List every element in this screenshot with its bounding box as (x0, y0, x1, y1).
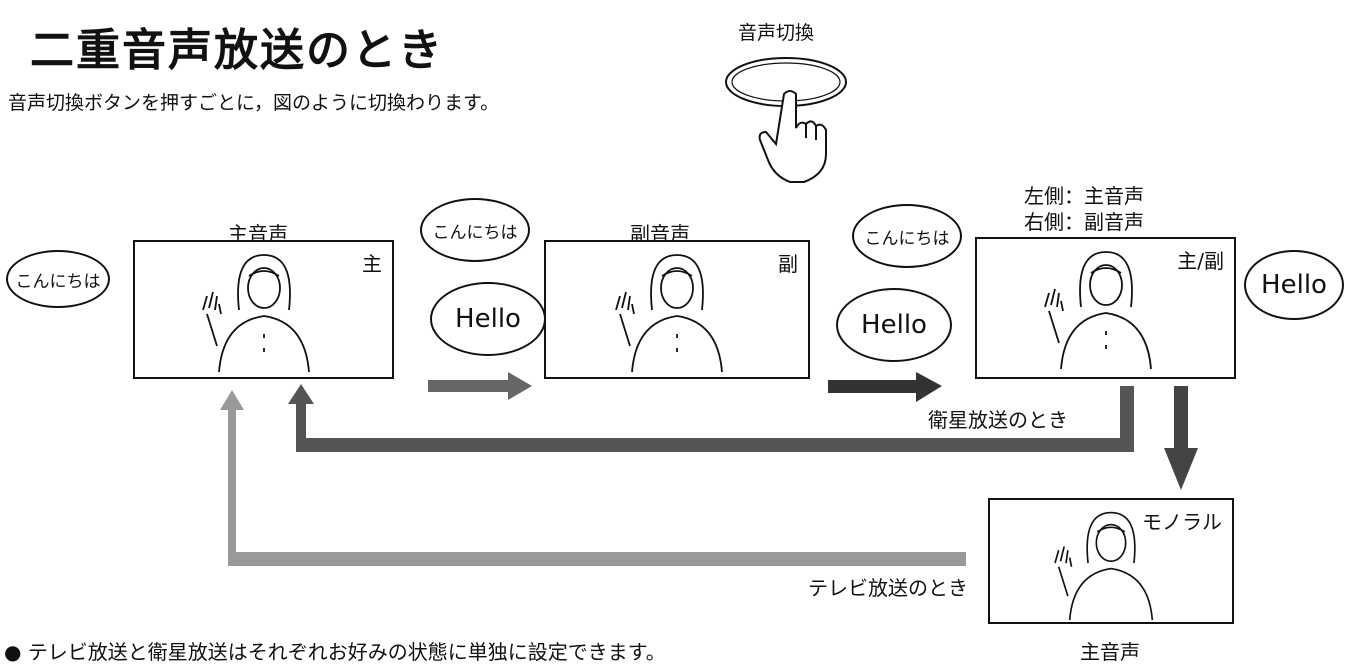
satellite-label: 衛星放送のとき (928, 408, 1068, 432)
person-waving-icon (201, 254, 310, 373)
person-waving-icon (1054, 511, 1154, 621)
audio-switch-button[interactable] (722, 52, 862, 187)
person-waving-icon (1043, 251, 1152, 370)
screen4-tag: モノラル (1142, 510, 1222, 534)
tv-label: テレビ放送のとき (808, 576, 968, 600)
speech-bubble-konnichiwa-2: こんにちは (420, 198, 530, 262)
arrow-dual-to-mono (1164, 386, 1198, 490)
arrow-tv-loop (220, 390, 966, 566)
arrow-main-to-sub (428, 372, 532, 400)
screen2-tag: 副 (778, 252, 798, 276)
footnote: ● テレビ放送と衛星放送はそれぞれお好みの状態に単独に設定できます。 (4, 640, 666, 664)
tv-screen-main: 主 (133, 240, 394, 379)
audio-switch-label: 音声切換 (738, 22, 815, 44)
arrow-satellite-loop (288, 384, 1134, 452)
tv-screen-sub: 副 (544, 240, 810, 379)
speech-bubble-hello-2: Hello (836, 288, 952, 362)
person-waving-icon (615, 254, 723, 373)
tv-screen-dual: 主/副 (975, 237, 1236, 379)
speech-bubble-hello-3: Hello (1244, 250, 1344, 320)
speech-bubble-konnichiwa-1: こんにちは (6, 250, 110, 308)
screen1-tag: 主 (362, 252, 382, 276)
speech-bubble-hello-1: Hello (430, 282, 546, 356)
screen3-label-left: 左側：主音声 (1024, 184, 1144, 208)
screen4-label: 主音声 (1080, 640, 1140, 664)
intro-text: 音声切換ボタンを押すごとに，図のように切換わります。 (8, 92, 500, 114)
screen3-tag: 主/副 (1177, 249, 1224, 273)
screen3-label-right: 右側：副音声 (1024, 210, 1144, 234)
page-title: 二重音声放送のとき (30, 25, 444, 76)
hand-press-icon (758, 90, 827, 183)
arrow-sub-to-dual (828, 372, 942, 402)
speech-bubble-konnichiwa-3: こんにちは (852, 204, 962, 268)
footnote-text: テレビ放送と衛星放送はそれぞれお好みの状態に単独に設定できます。 (27, 640, 666, 664)
tv-screen-mono: モノラル (988, 498, 1234, 624)
